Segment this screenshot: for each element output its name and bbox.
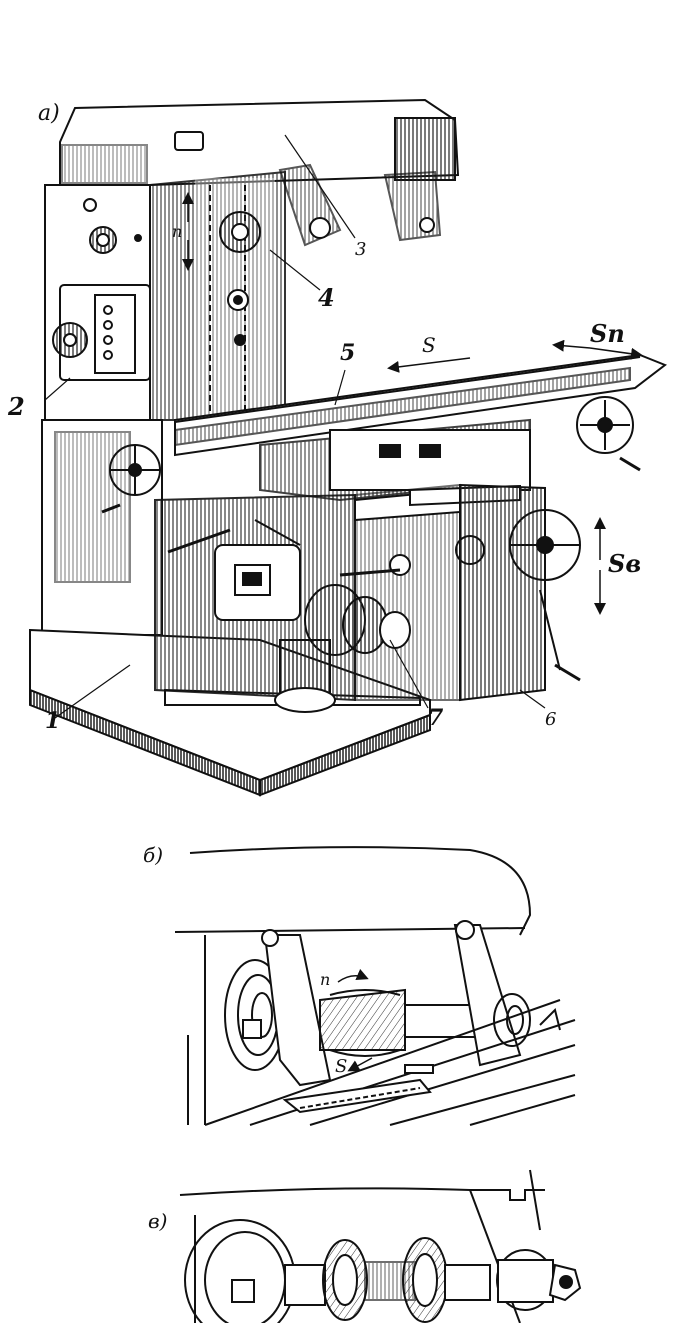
handwheel-left (101, 444, 161, 514)
motion-label-s-table: S (422, 333, 436, 357)
callout-7: 7 (428, 705, 444, 731)
panel-b-arbor-detail (174, 846, 576, 1126)
motion-label-s-detail: S (335, 1056, 347, 1077)
motion-label-n: n (172, 222, 182, 241)
callout-5: 5 (340, 340, 355, 366)
handwheel-knee (389, 509, 581, 682)
callout-2: 2 (7, 392, 25, 421)
panel-a-letter: a) (38, 101, 60, 126)
motion-label-n-cutter: n (320, 970, 330, 989)
callout-4: 4 (318, 283, 335, 312)
handwheel-right (576, 396, 641, 472)
panel-c-letter: в) (148, 1209, 167, 1233)
callout-3: 3 (355, 239, 366, 260)
callout-6: 6 (545, 709, 556, 730)
panel-c-gang-cutters (179, 1169, 582, 1323)
motion-label-s-vertical: Sв (608, 549, 641, 578)
callout-1: 1 (45, 708, 60, 734)
motion-label-s-rapid: Sп (590, 319, 625, 348)
panel-b-letter: б) (143, 843, 163, 867)
panel-a-machine (29, 98, 668, 797)
